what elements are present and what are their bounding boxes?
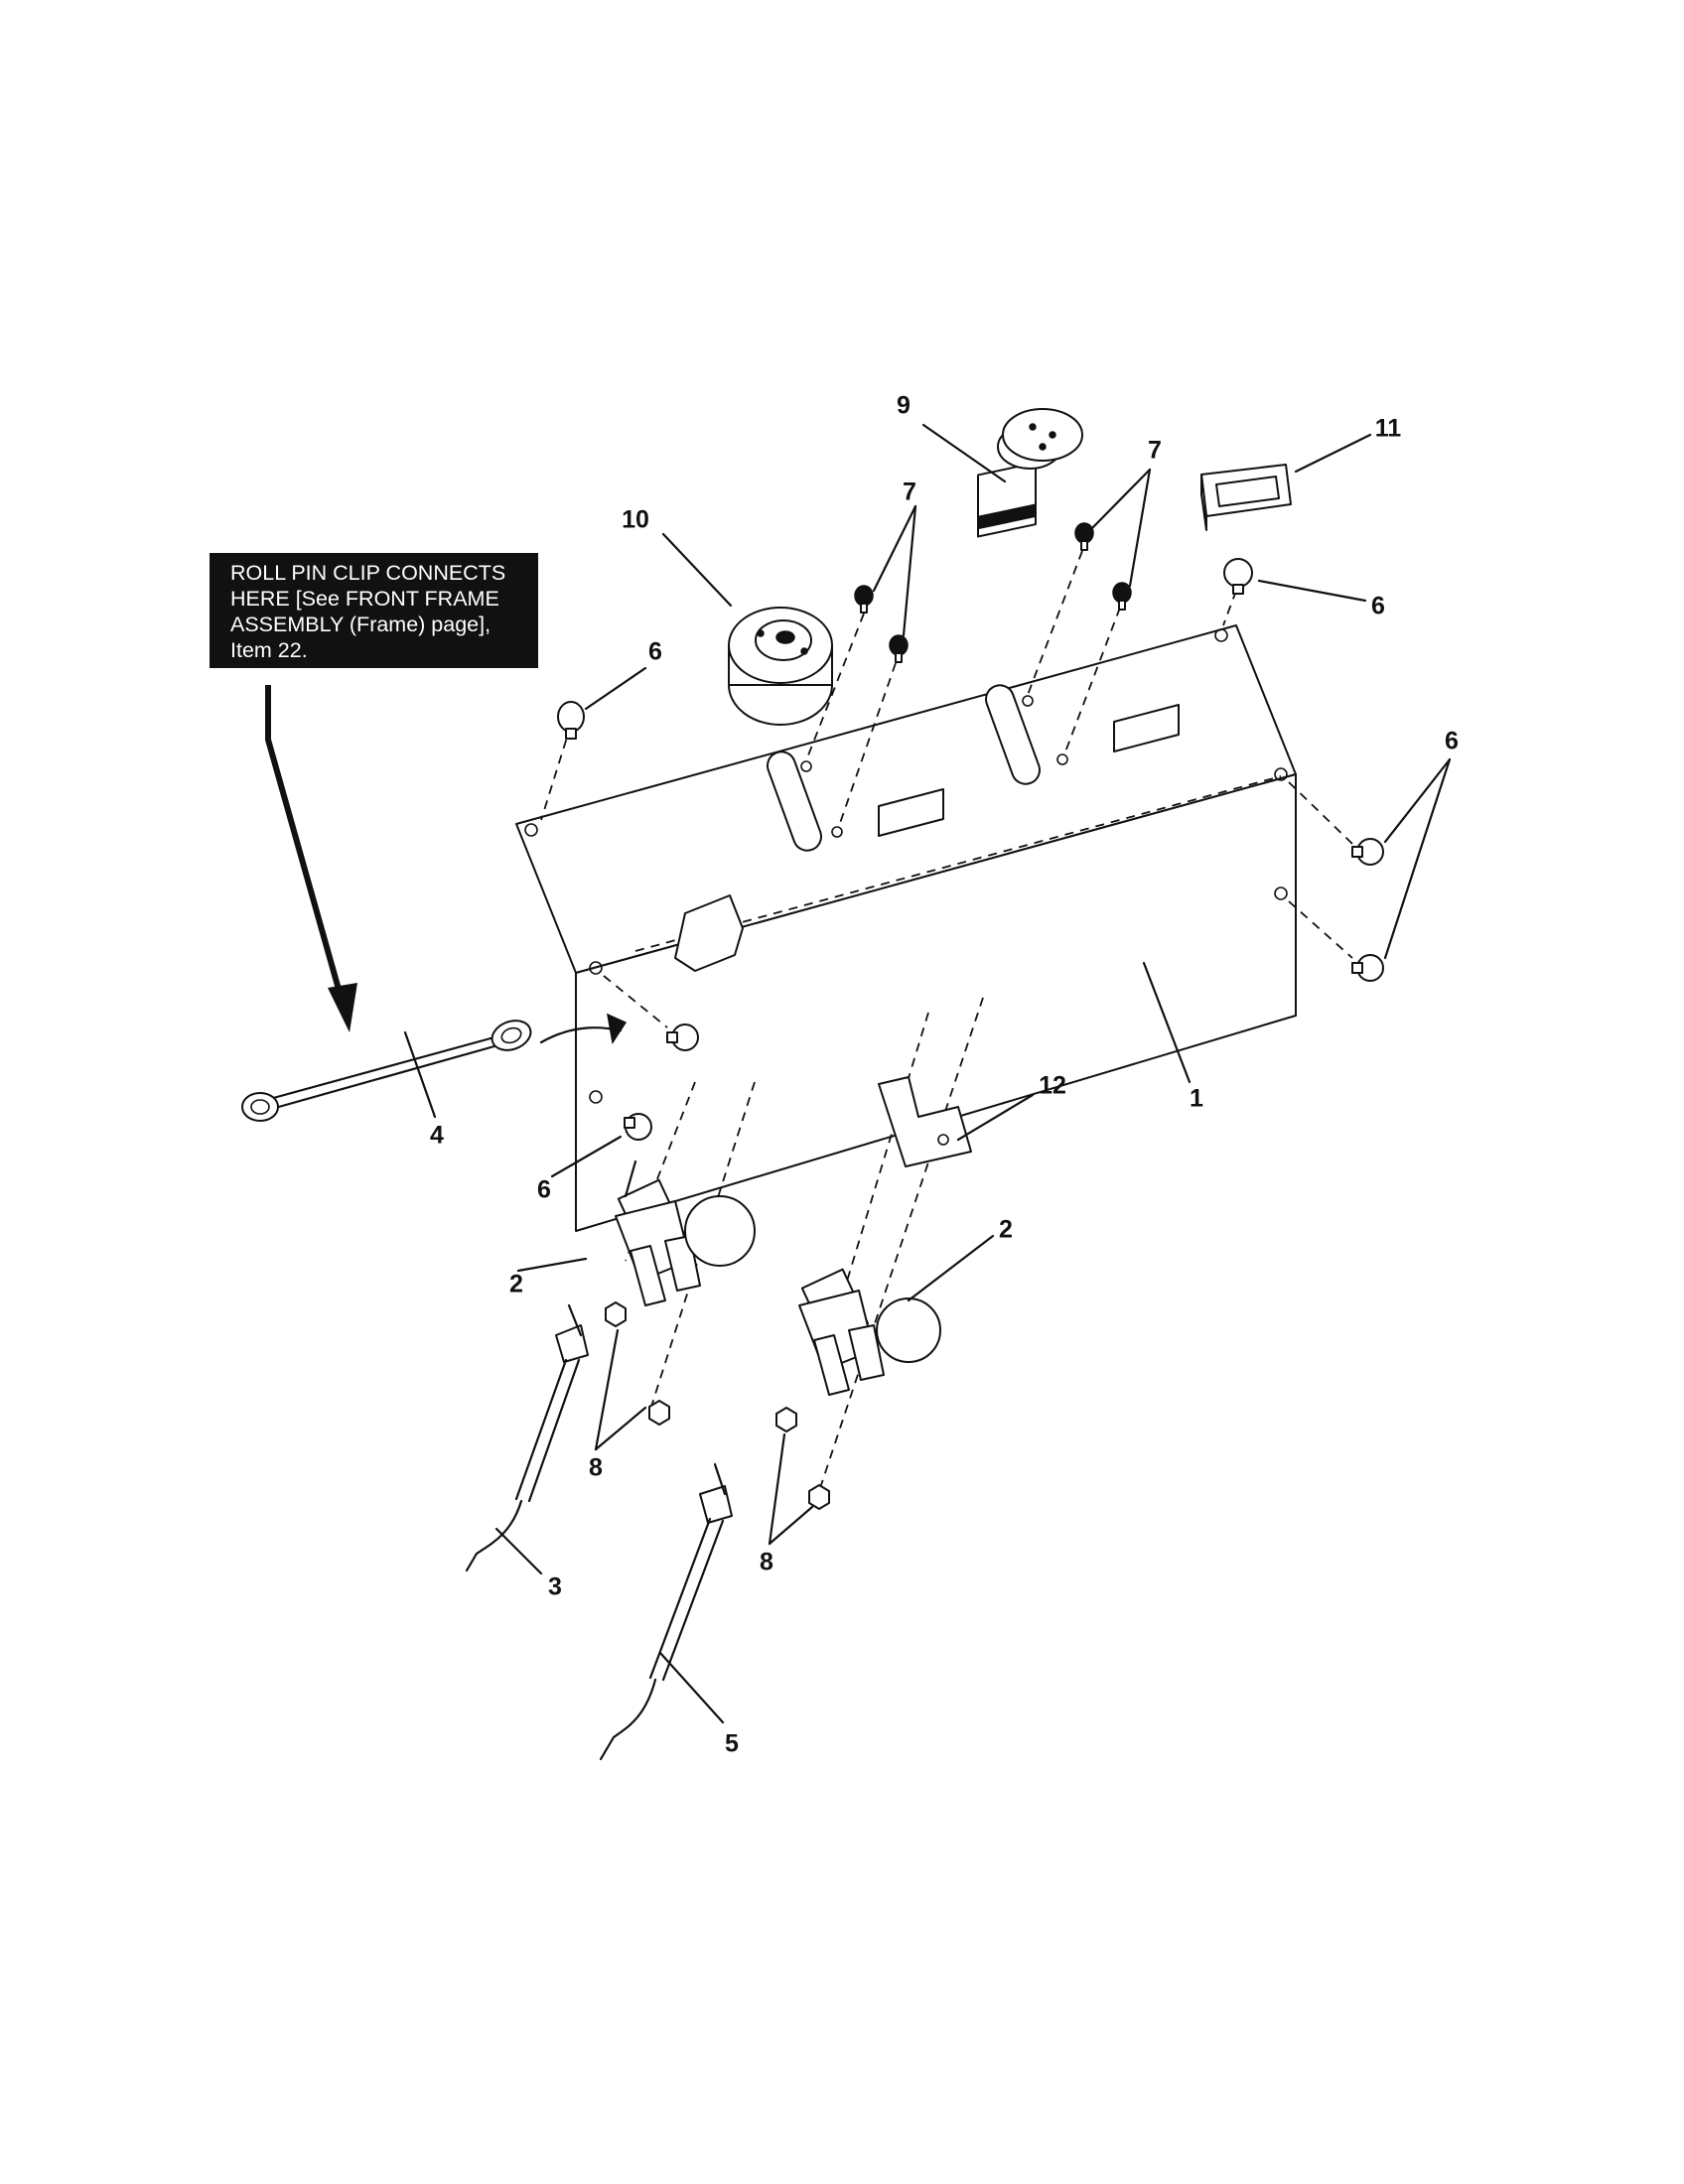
callout-10: 10: [622, 506, 649, 534]
callout-6c: 6: [1445, 728, 1459, 755]
cable-3: [465, 1303, 589, 1572]
svg-text:ROLL PIN CLIP CONNECTS: ROLL PIN CLIP CONNECTS: [230, 561, 505, 585]
note-callout: ROLL PIN CLIP CONNECTS HERE [See FRONT F…: [210, 553, 538, 1032]
screw: [1351, 954, 1384, 982]
callout-6a: 6: [1371, 593, 1385, 620]
callout-8b: 8: [760, 1549, 773, 1576]
assembly-lines: [540, 550, 1353, 1498]
callout-numbers: 9 10 7 7 11 6 6 6 1 12 4 6 2 2 8 8 3 5: [430, 392, 1459, 1758]
bracket: [878, 1076, 972, 1167]
callout-2b: 2: [999, 1216, 1013, 1244]
callout-7a: 7: [903, 478, 916, 506]
roll-pin-clip: [241, 1013, 628, 1122]
screw: [624, 1113, 652, 1141]
leader-lines: [403, 423, 1452, 1724]
note-line-4: Item 22.: [230, 638, 308, 662]
callout-8a: 8: [589, 1454, 603, 1482]
ignition-switch: [728, 607, 833, 726]
callout-1: 1: [1190, 1085, 1203, 1113]
note-line-3: ASSEMBLY (Frame) page],: [230, 613, 491, 636]
screw: [1351, 838, 1384, 866]
callout-6b: 6: [648, 638, 662, 666]
hour-meter: [1200, 464, 1292, 531]
screw: [1223, 558, 1253, 595]
screw: [557, 701, 585, 740]
callout-2a: 2: [509, 1271, 523, 1298]
screws: [557, 558, 1384, 1141]
callout-11: 11: [1375, 415, 1402, 443]
small-screws: [854, 522, 1132, 663]
pto-switch: [977, 408, 1083, 538]
lever-right: [798, 1268, 941, 1396]
nuts: [605, 1301, 830, 1510]
callout-12: 12: [1039, 1072, 1066, 1100]
svg-text:Item 22.: Item 22.: [230, 638, 308, 662]
callout-6d: 6: [537, 1176, 551, 1204]
note-line-1: ROLL PIN CLIP CONNECTS: [230, 561, 505, 585]
callout-4: 4: [430, 1122, 444, 1150]
lever-left: [615, 1160, 756, 1306]
svg-text:HERE [See FRONT FRAME: HERE [See FRONT FRAME: [230, 587, 499, 611]
callout-9: 9: [897, 392, 911, 420]
console-panel: [515, 624, 1297, 1232]
callout-5: 5: [725, 1730, 739, 1758]
note-box: [210, 553, 538, 668]
note-arrow-shaft: [265, 685, 343, 994]
cable-5: [599, 1462, 733, 1761]
callout-3: 3: [548, 1573, 562, 1601]
note-line-2: HERE [See FRONT FRAME: [230, 587, 499, 611]
svg-text:ASSEMBLY (Frame) page],: ASSEMBLY (Frame) page],: [230, 613, 491, 636]
screw: [666, 1024, 699, 1051]
callout-7b: 7: [1148, 437, 1162, 465]
note-arrowhead: [328, 983, 357, 1032]
